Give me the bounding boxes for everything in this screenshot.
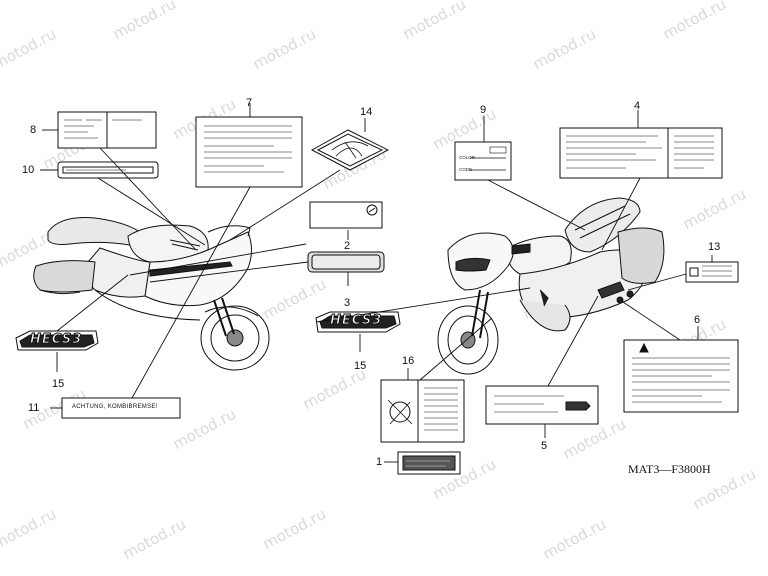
callout-number-13: 13	[708, 241, 721, 253]
label-part-16	[380, 379, 465, 443]
callout-number-15-center: 15	[354, 360, 367, 372]
emblem-text-center: HECS3	[329, 313, 383, 329]
label-part-15-center	[315, 311, 401, 333]
callout-number-8: 8	[30, 124, 37, 136]
right-motorcycle-illustration	[437, 197, 665, 375]
callout-number-5: 5	[541, 440, 548, 452]
callout-number-4: 4	[634, 100, 641, 112]
callout-number-6: 6	[694, 314, 701, 326]
callout-number-14: 14	[360, 106, 373, 118]
callout-number-2: 2	[344, 240, 351, 252]
diagram-code: MAT3—F3800H	[628, 462, 711, 476]
label-part-6	[623, 339, 739, 413]
label-part-4	[559, 127, 723, 179]
label-part-15-left	[15, 330, 99, 351]
label-part-3	[307, 251, 385, 273]
label-part-7	[195, 116, 303, 188]
callout-number-9: 9	[480, 104, 487, 116]
callout-number-16: 16	[402, 355, 415, 367]
callout-number-15-left: 15	[52, 378, 65, 390]
callout-number-1: 1	[376, 456, 383, 468]
label-part-10	[57, 161, 159, 179]
label9-code-text: CODE	[459, 167, 473, 172]
callout-number-7: 7	[246, 97, 253, 109]
left-motorcycle-illustration	[33, 217, 270, 371]
callout-number-10: 10	[22, 164, 35, 176]
label-part-2	[309, 201, 383, 229]
label9-color-text: COLOR	[459, 155, 476, 160]
label-part-14	[310, 129, 390, 171]
label-part-9	[454, 141, 512, 181]
emblem-text-left: HECS3	[29, 332, 83, 348]
leader-lines	[40, 103, 713, 463]
label-part-8	[57, 111, 157, 149]
callout-number-3: 3	[344, 297, 351, 309]
callout-number-11: 11	[28, 402, 40, 414]
label-part-1	[397, 451, 461, 475]
label-part-5	[485, 385, 599, 425]
label11-warning-text: ACHTUNG, KOMBIBREMSE!	[72, 404, 158, 410]
label-part-13	[685, 261, 739, 283]
